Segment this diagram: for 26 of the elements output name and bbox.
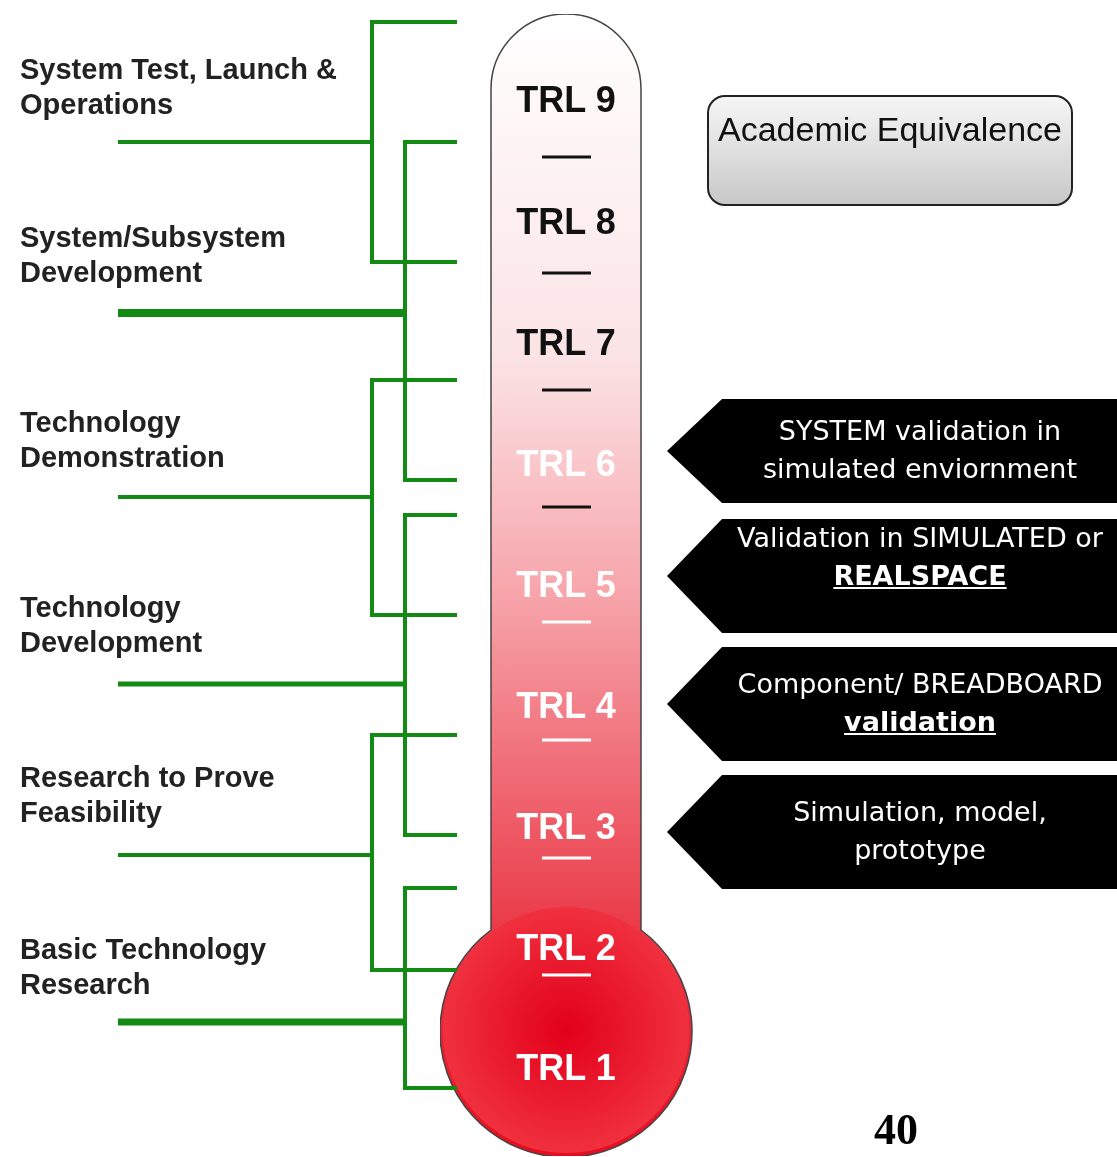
callout-text: SYSTEM validation in simulated enviornment [762,414,1078,486]
level-label: TRL 1 [515,1048,617,1088]
callout-text: Component/ BREADBOARD validation [736,667,1104,739]
level-label: TRL 3 [515,807,617,847]
heading-box: Academic Equivalence [707,95,1073,206]
callout-arrow [667,519,1117,633]
level-label: TRL 7 [515,323,617,363]
phase-label: Technology Development [20,590,204,660]
page-number: 40 [874,1105,918,1155]
level-label: TRL 2 [515,928,617,968]
phase-label: Basic Technology Research [20,932,268,1002]
level-label: TRL 5 [515,565,617,605]
level-label: TRL 9 [515,80,617,120]
callout-arrow [667,775,1117,889]
callout-text: Validation in SIMULATED or REALSPACE [736,521,1104,593]
phase-label: System Test, Launch & Operations [20,52,338,122]
level-label: TRL 4 [515,686,617,726]
callout-arrow [667,647,1117,761]
phase-label: Research to Prove Feasibility [20,760,276,830]
phase-label: System/Subsystem Development [20,220,287,290]
level-label: TRL 8 [515,202,617,242]
phase-label: Technology Demonstration [20,405,226,475]
callout-text: Simulation, model, prototype [792,795,1048,867]
thermometer [440,14,694,1156]
level-label: TRL 6 [515,444,617,484]
callout-arrow [667,399,1117,503]
